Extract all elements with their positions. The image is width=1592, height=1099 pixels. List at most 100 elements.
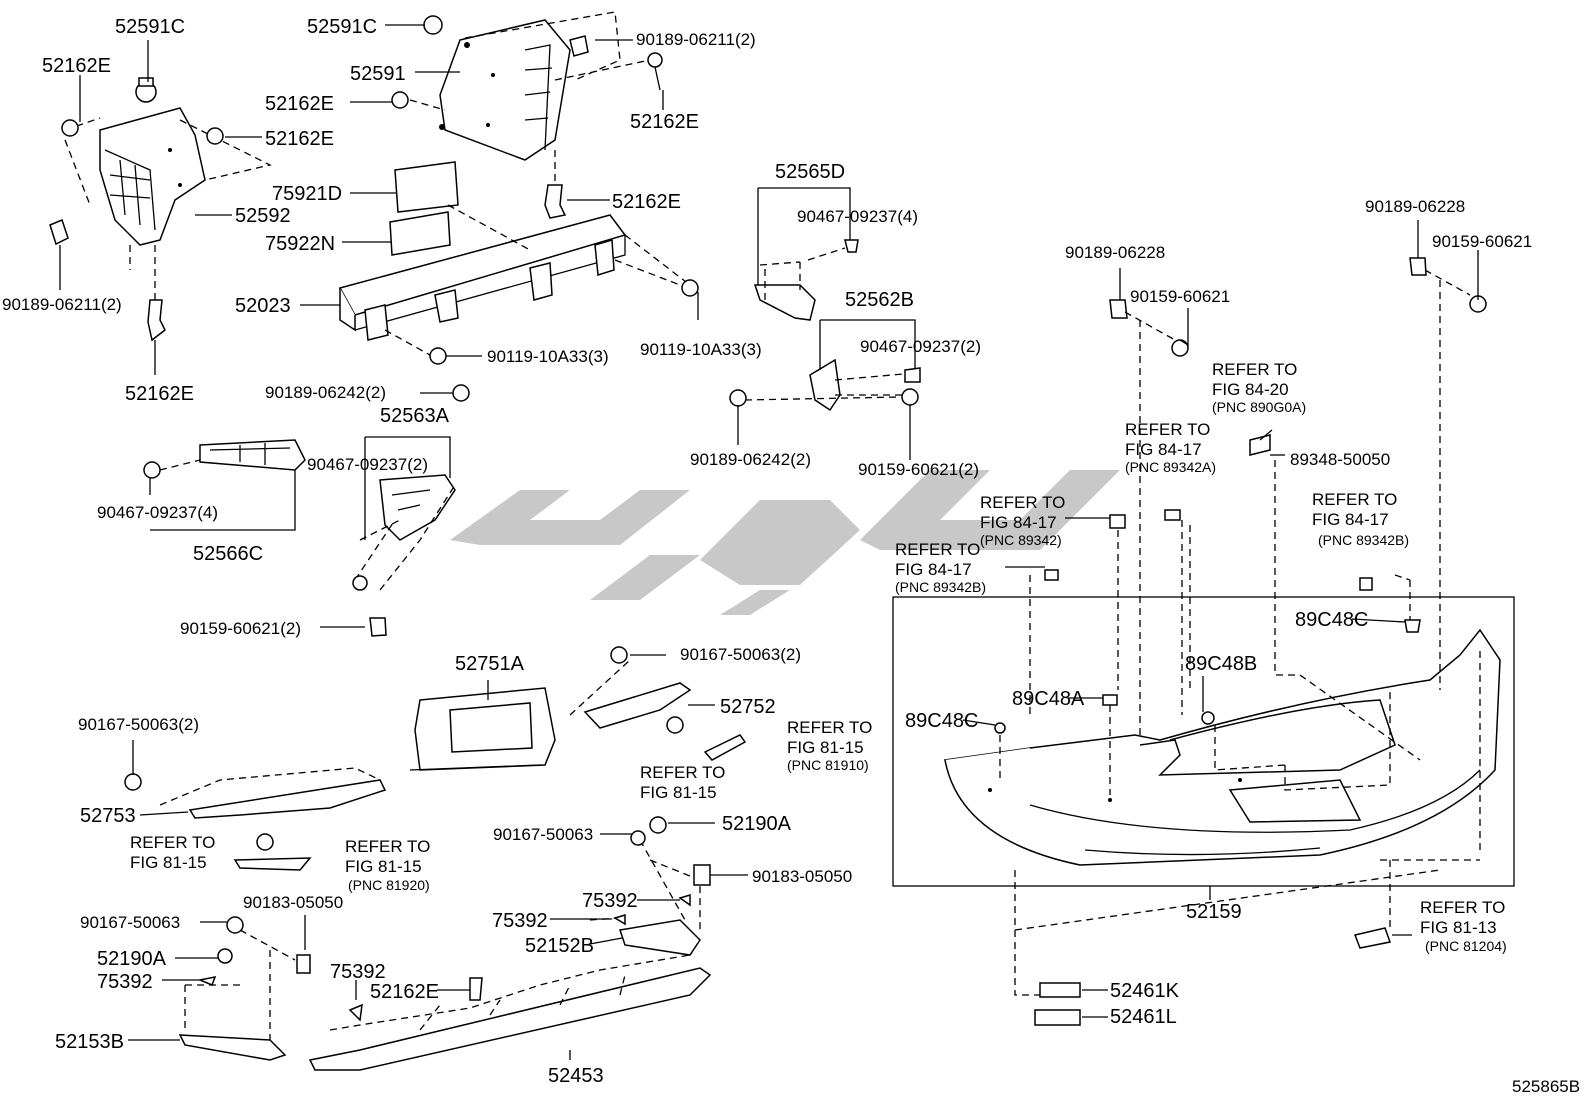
label-refer: (PNC 81920) [348, 877, 430, 893]
label-part: 52023 [235, 295, 291, 317]
label-refer: (PNC 81910) [787, 757, 869, 773]
label-part: 90167-50063 [80, 913, 180, 932]
label-part: 75392 [582, 890, 638, 912]
label-part: 90189-06228 [1065, 243, 1165, 262]
label-refer: FIG 81-15 [640, 783, 717, 802]
leader-lines [59, 24, 1479, 1060]
label-refer: FIG 81-15 [130, 853, 207, 872]
label-part: 90159-60621(2) [180, 619, 301, 638]
label-part: 52591C [307, 16, 377, 38]
bumper-detail-box [892, 596, 1515, 887]
label-part: 52162E [125, 383, 194, 405]
bracket-52562B [729, 358, 921, 412]
label-part: 52162E [42, 55, 111, 77]
bracket-52563A [352, 384, 470, 637]
label-part: 90467-09237(2) [860, 337, 981, 356]
bumper-clips [994, 574, 1421, 734]
label-part: 90159-60621 [1432, 232, 1532, 251]
bracket-52566C [143, 439, 306, 479]
label-refer: REFER TO [1312, 490, 1397, 509]
label-part: 90467-09237(4) [797, 207, 918, 226]
label-part: 89C48C [1295, 609, 1368, 631]
label-part: 52751A [455, 653, 525, 675]
label-part: 52566C [193, 543, 263, 565]
cover-52153B [178, 916, 311, 1061]
bracket-52565D [753, 239, 859, 321]
label-refer: REFER TO [1212, 360, 1297, 379]
label-part: 52461K [1110, 980, 1180, 1002]
figure-code: 525865B [1512, 1077, 1580, 1096]
label-part: 52592 [235, 205, 291, 227]
label-part: 90119-10A33(3) [640, 340, 762, 359]
label-part: 89C48C [905, 710, 978, 732]
label-refer: REFER TO [345, 837, 430, 856]
label-part: 52152B [525, 935, 594, 957]
label-refer: (PNC 89342B) [1318, 532, 1409, 548]
label-refer: REFER TO [640, 763, 725, 782]
label-part: 90119-10A33(3) [487, 347, 609, 366]
reflector-left [233, 833, 312, 871]
label-refer: FIG 81-15 [787, 738, 864, 757]
label-refer: REFER TO [895, 540, 980, 559]
label-refer: REFER TO [1125, 420, 1210, 439]
label-part: 89C48B [1185, 653, 1257, 675]
label-part: 52563A [380, 405, 450, 427]
label-part: 90189-06242(2) [690, 450, 811, 469]
label-refer: (PNC 81204) [1425, 938, 1507, 954]
label-part: 75392 [492, 910, 548, 932]
label-part: 52153B [55, 1031, 124, 1053]
label-refer: (PNC 89342) [980, 532, 1062, 548]
label-part: 90467-09237(2) [307, 455, 428, 474]
watermark-logo [450, 470, 1120, 615]
garnish-52753 [124, 767, 387, 819]
label-part: 90189-06242(2) [265, 383, 386, 402]
part-labels: 52591C 52162E 52162E 52592 90189-06211(2… [2, 16, 1580, 1096]
label-refer: (PNC 890G0A) [1212, 399, 1306, 415]
label-part: 90183-05050 [752, 867, 852, 886]
label-part: 52162E [612, 191, 681, 213]
label-part: 52565D [775, 161, 845, 183]
label-refer: (PNC 89342A) [1125, 459, 1216, 475]
label-part: 52162E [370, 981, 439, 1003]
label-part: 52591C [115, 16, 185, 38]
cover-52152B [589, 816, 711, 956]
label-part: 75392 [97, 971, 153, 993]
label-part: 90189-06211(2) [636, 30, 756, 49]
label-refer: FIG 84-17 [980, 513, 1057, 532]
label-part: 90189-06228 [1365, 197, 1465, 216]
label-part: 90159-60621 [1130, 287, 1230, 306]
label-part: 90189-06211(2) [2, 295, 122, 314]
label-refer: FIG 84-17 [1125, 440, 1202, 459]
label-part: 90159-60621(2) [858, 460, 979, 479]
label-refer: REFER TO [787, 718, 872, 737]
bumper-cover-52159 [943, 628, 1501, 866]
label-part: 75922N [265, 233, 335, 255]
plate-75922N [389, 211, 451, 256]
label-part: 52752 [720, 696, 776, 718]
label-part: 52562B [845, 289, 914, 311]
label-refer: FIG 84-17 [895, 560, 972, 579]
label-part: 52591 [350, 63, 406, 85]
retainers-right [1029, 257, 1487, 761]
garnish-52752 [569, 646, 747, 761]
label-refer: FIG 81-13 [1420, 918, 1497, 937]
label-part: 52162E [265, 128, 334, 150]
label-refer: FIG 84-20 [1212, 380, 1289, 399]
label-part: 52190A [722, 813, 792, 835]
label-part: 52461L [1110, 1006, 1177, 1028]
label-part: 52453 [548, 1065, 604, 1087]
panel-52751A [409, 687, 556, 771]
reinforcement-52023 [338, 204, 699, 365]
label-part: 52753 [80, 805, 136, 827]
bracket-52591 [391, 11, 663, 219]
label-part: 90167-50063(2) [680, 645, 801, 664]
label-part: 52162E [630, 111, 699, 133]
label-refer: (PNC 89342B) [895, 579, 986, 595]
label-refer: REFER TO [1420, 898, 1505, 917]
plate-75921D [394, 161, 459, 213]
lower-cover-52453 [308, 954, 712, 1071]
label-refer: REFER TO [980, 493, 1065, 512]
label-part: 89C48A [1012, 688, 1085, 710]
